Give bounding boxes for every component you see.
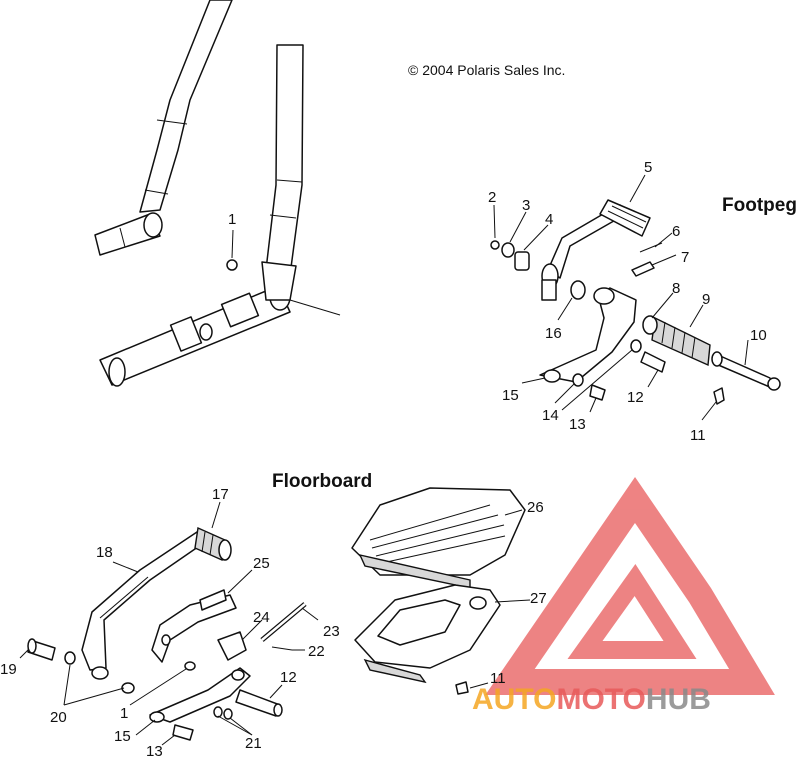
- floorboard-heading: Floorboard: [272, 471, 372, 492]
- watermark-moto: MOTO: [556, 683, 645, 716]
- callout-1-frame: 1: [228, 211, 236, 228]
- callout-13-floor: 13: [146, 743, 163, 758]
- callout-25: 25: [253, 555, 270, 572]
- watermark-hub: HUB: [646, 683, 711, 716]
- callout-7: 7: [681, 249, 689, 266]
- copyright-text: © 2004 Polaris Sales Inc.: [408, 62, 565, 78]
- callout-18: 18: [96, 544, 113, 561]
- callout-12: 12: [627, 389, 644, 406]
- callout-20: 20: [50, 709, 67, 726]
- callout-15-floor: 15: [114, 728, 131, 745]
- callout-21: 21: [245, 735, 262, 752]
- callout-12-floor: 12: [280, 669, 297, 686]
- callout-5: 5: [644, 159, 652, 176]
- leader-lines: [19, 174, 749, 746]
- callout-17: 17: [212, 486, 229, 503]
- callout-23: 23: [323, 623, 340, 640]
- callout-11-floor: 11: [490, 670, 506, 687]
- floorboard-assembly: [27, 487, 526, 741]
- callout-4: 4: [545, 211, 553, 228]
- callout-11: 11: [690, 427, 706, 444]
- callout-22: 22: [308, 643, 325, 660]
- frame-tubes: [94, 0, 341, 387]
- callout-15: 15: [502, 387, 519, 404]
- automotohub-watermark-logo: [485, 477, 775, 695]
- callout-26: 26: [527, 499, 544, 516]
- callout-2: 2: [488, 189, 496, 206]
- callout-19: 19: [0, 661, 17, 678]
- callout-1-floor: 1: [120, 705, 128, 722]
- callout-13: 13: [569, 416, 586, 433]
- callout-6: 6: [672, 223, 680, 240]
- callout-27: 27: [530, 590, 547, 607]
- callout-14: 14: [542, 407, 559, 424]
- watermark-wordmark: AUTOMOTOHUB: [472, 683, 711, 716]
- callout-24: 24: [253, 609, 270, 626]
- callout-8: 8: [672, 280, 680, 297]
- callout-9: 9: [702, 291, 710, 308]
- callout-10: 10: [750, 327, 767, 344]
- callout-16: 16: [545, 325, 562, 342]
- footpeg-heading: Footpeg: [722, 195, 797, 216]
- watermark-auto: AUTO: [472, 683, 556, 716]
- callout-3: 3: [522, 197, 530, 214]
- footpeg-assembly: [490, 199, 781, 405]
